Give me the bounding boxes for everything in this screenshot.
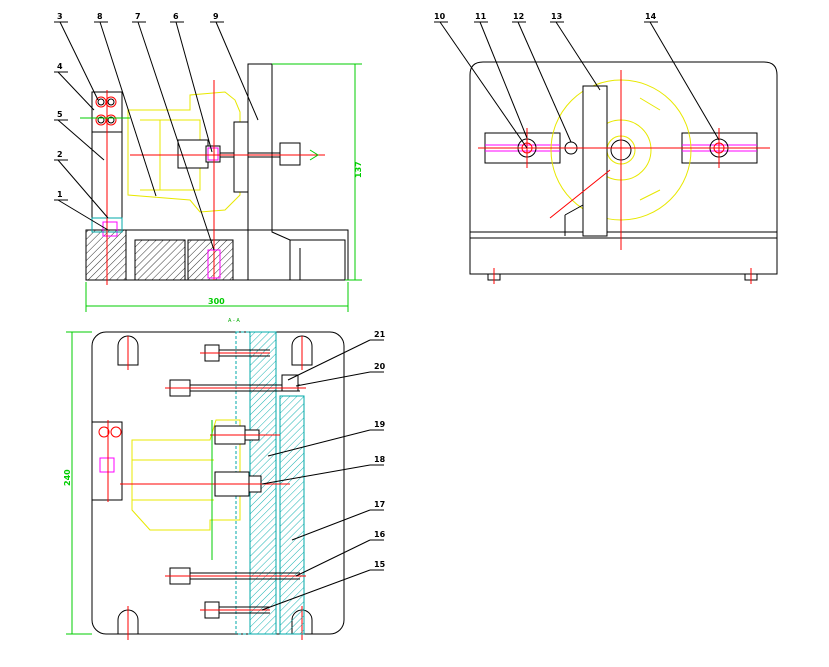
bolt <box>165 374 306 397</box>
front-width-dim: 300 <box>208 297 225 306</box>
bolt <box>165 567 306 585</box>
bolt-head <box>279 142 301 166</box>
part-label: 19 <box>374 420 386 429</box>
part-label: 1 <box>57 190 63 199</box>
base-section-left <box>85 229 127 281</box>
part-label: 16 <box>374 530 386 539</box>
part-label: 13 <box>551 12 562 21</box>
front-height-dim: 137 <box>354 161 363 178</box>
part-label: 7 <box>135 12 141 21</box>
front-view: 137 300 3 8 7 6 9 4 5 2 1 <box>54 12 363 312</box>
workpiece-top <box>131 419 241 531</box>
part-label: 14 <box>645 12 657 21</box>
base-section-right <box>187 239 234 281</box>
pin-hole <box>105 96 117 108</box>
part-label: 10 <box>434 12 446 21</box>
part-label: 6 <box>173 12 179 21</box>
part-label: 3 <box>57 12 63 21</box>
base-section-mid <box>134 239 186 281</box>
upright-bracket <box>247 63 346 281</box>
fixed-jaw <box>233 121 249 193</box>
bolt <box>200 601 270 619</box>
part-label: 11 <box>475 12 487 21</box>
part-label: 12 <box>513 12 524 21</box>
part-label: 8 <box>97 12 103 21</box>
part-label: 20 <box>374 362 386 371</box>
side-body <box>469 61 778 275</box>
top-view: A - A <box>63 318 386 640</box>
clamp-block <box>177 139 209 169</box>
part-label: 18 <box>374 455 386 464</box>
nut <box>205 145 221 163</box>
side-upright <box>582 85 608 237</box>
part-label: 15 <box>374 560 386 569</box>
part-label: 21 <box>374 330 386 339</box>
dowel-pin <box>102 221 118 237</box>
part-label: 9 <box>213 12 219 21</box>
part-label: 2 <box>57 150 63 159</box>
bolt <box>210 425 280 445</box>
bolt <box>120 471 290 497</box>
section-mark: A - A <box>228 318 240 324</box>
part-label: 4 <box>57 62 63 71</box>
part-label: 17 <box>374 500 385 509</box>
top-height-dim: 240 <box>63 469 72 486</box>
part-label: 5 <box>57 110 63 119</box>
side-view: 10 11 12 13 14 <box>434 12 778 284</box>
guide-rail <box>279 395 305 635</box>
pin-hole <box>105 114 117 126</box>
bolt <box>200 344 270 362</box>
